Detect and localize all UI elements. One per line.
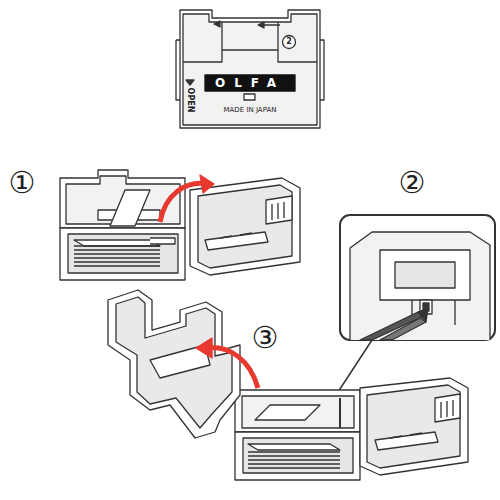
origin-text: MADE IN JAPAN [224,107,277,114]
open-mark: OPEN [186,88,194,113]
closed-case [176,10,324,128]
detail-inset [340,215,495,340]
step-number: ① [9,168,36,198]
arrow-head [200,175,214,193]
arrow-head [196,338,212,358]
step-number: ③ [252,323,279,353]
removed-insert [108,290,240,438]
step-one-lid [190,178,300,275]
step-number: ② [399,168,426,198]
open-arrow [160,183,208,222]
brand-logo: OLFA [215,77,285,89]
step-one-case [60,170,185,280]
lift-arrow [205,348,258,388]
step-three-case [235,390,360,480]
callout-number: 2 [286,38,292,46]
step-three-lid [360,378,468,475]
leader-line [338,340,372,392]
